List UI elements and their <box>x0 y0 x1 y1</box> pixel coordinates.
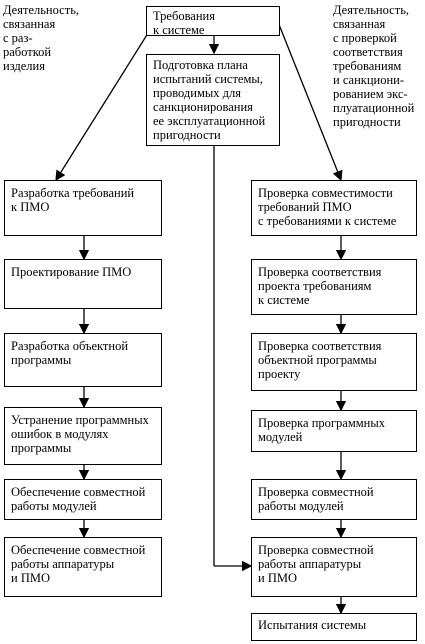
arrow-requirements-to-right <box>277 21 343 182</box>
left-step-bug-fixing: Устранение программных ошибок в модулях … <box>4 407 162 465</box>
test-plan-box: Подготовка плана испытаний системы, пров… <box>146 54 280 146</box>
right-step-design-check: Проверка соответствия проекта требования… <box>251 259 417 315</box>
right-step-requirements-check: Проверка совместимости требований ПМО с … <box>251 180 417 236</box>
requirements-box: Требования к системе <box>146 6 280 37</box>
right-step-system-testing: Испытания системы <box>251 613 417 641</box>
right-step-module-check: Проверка программных модулей <box>251 410 417 452</box>
right-step-hw-integration-check: Проверка совместной работы аппаратуры и … <box>251 537 417 597</box>
left-step-object-program: Разработка объектной программы <box>4 333 162 387</box>
right-step-object-program-check: Проверка соответствия объектной программ… <box>251 333 417 391</box>
right-activity-note: Деятельность, связанная с проверкой соот… <box>333 3 415 129</box>
left-step-module-integration: Обеспечение совместной работы модулей <box>4 479 162 520</box>
left-step-requirements: Разработка требований к ПМО <box>4 180 162 236</box>
arrow-requirements-to-left <box>55 21 156 182</box>
left-activity-note: Деятельность, связанная с раз- работкой … <box>3 3 80 73</box>
right-step-module-integration-check: Проверка совместной работы модулей <box>251 479 417 520</box>
left-step-hw-integration: Обеспечение совместной работы аппаратуры… <box>4 537 162 597</box>
left-step-design: Проектирование ПМО <box>4 259 162 309</box>
